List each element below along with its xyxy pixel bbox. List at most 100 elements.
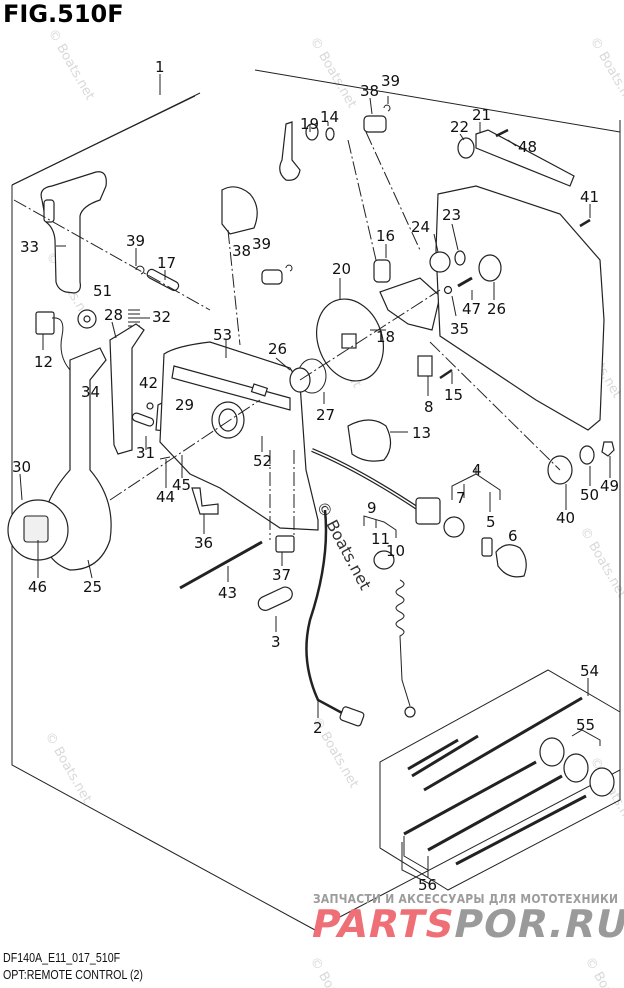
kit-spacer[interactable] [563, 753, 589, 783]
part-key[interactable] [481, 537, 493, 557]
kit-bolt[interactable] [403, 760, 537, 836]
kit-bolt[interactable] [423, 696, 583, 792]
callout-24[interactable]: 24 [411, 218, 430, 236]
part-plate-arm[interactable] [379, 277, 441, 331]
callout-37[interactable]: 37 [272, 566, 291, 584]
kit-bolt[interactable] [427, 774, 563, 852]
callout-14[interactable]: 14 [320, 108, 339, 126]
part-control-housing[interactable] [159, 341, 319, 531]
callout-38a[interactable]: 38 [360, 82, 379, 100]
callout-44[interactable]: 44 [156, 488, 175, 506]
callout-56[interactable]: 56 [418, 876, 437, 894]
callout-35[interactable]: 35 [450, 320, 469, 338]
part-cap[interactable] [495, 544, 527, 578]
callout-48[interactable]: 48 [518, 138, 537, 156]
part-plate[interactable] [256, 585, 295, 613]
callout-3[interactable]: 3 [271, 633, 281, 651]
part-connector[interactable] [339, 706, 365, 727]
callout-21[interactable]: 21 [472, 106, 491, 124]
part-curl-cord[interactable] [395, 579, 411, 707]
callout-26b[interactable]: 26 [487, 300, 506, 318]
part-indicator-panel[interactable] [171, 365, 291, 411]
part-block[interactable] [275, 535, 295, 553]
part-washer-14[interactable] [325, 127, 335, 141]
callout-6[interactable]: 6 [508, 527, 518, 545]
part-lever-arm[interactable] [279, 121, 301, 181]
callout-31[interactable]: 31 [136, 444, 155, 462]
part-screw-41[interactable] [579, 218, 591, 228]
callout-20[interactable]: 20 [332, 260, 351, 278]
part-holder-38b[interactable] [261, 269, 283, 285]
callout-52[interactable]: 52 [253, 452, 272, 470]
callout-12[interactable]: 12 [34, 353, 53, 371]
part-o-ring[interactable] [454, 250, 466, 266]
callout-30[interactable]: 30 [12, 458, 31, 476]
part-nut-49[interactable] [601, 441, 615, 457]
part-cable[interactable] [305, 509, 345, 716]
callout-51[interactable]: 51 [93, 282, 112, 300]
callout-45[interactable]: 45 [172, 476, 191, 494]
callout-16[interactable]: 16 [376, 227, 395, 245]
part-link[interactable] [131, 412, 155, 427]
callout-50[interactable]: 50 [580, 486, 599, 504]
callout-47[interactable]: 47 [462, 300, 481, 318]
kit-bolt[interactable] [411, 734, 479, 778]
callout-9[interactable]: 9 [367, 499, 377, 517]
kit-bolt[interactable] [407, 738, 459, 771]
callout-42[interactable]: 42 [139, 374, 158, 392]
callout-4[interactable]: 4 [472, 461, 482, 479]
kit-spacer[interactable] [589, 767, 615, 797]
kit-bolt[interactable] [455, 794, 587, 866]
part-lanyard-clip[interactable] [404, 706, 416, 718]
callout-11[interactable]: 11 [371, 530, 390, 548]
part-screw[interactable] [146, 402, 154, 410]
callout-26a[interactable]: 26 [268, 340, 287, 358]
part-emblem[interactable] [23, 515, 49, 543]
callout-28[interactable]: 28 [104, 306, 123, 324]
part-cover-strip[interactable] [475, 129, 575, 187]
callout-33[interactable]: 33 [20, 238, 39, 256]
part-screw-48[interactable] [495, 128, 509, 138]
part-bushing-26b[interactable] [478, 254, 502, 282]
callout-36[interactable]: 36 [194, 534, 213, 552]
kit-spacer[interactable] [539, 737, 565, 767]
part-neutral-switch[interactable] [417, 355, 433, 377]
part-key-switch[interactable] [415, 497, 441, 525]
part-clip[interactable] [191, 487, 219, 515]
callout-39c[interactable]: 39 [126, 232, 145, 250]
part-seal[interactable] [305, 123, 319, 141]
part-washer-50[interactable] [579, 445, 595, 465]
callout-38b[interactable]: 38 [232, 242, 251, 260]
callout-23[interactable]: 23 [442, 206, 461, 224]
callout-5[interactable]: 5 [486, 513, 496, 531]
callout-19[interactable]: 19 [300, 115, 319, 133]
part-shaft[interactable] [373, 259, 391, 283]
part-switch[interactable] [35, 311, 55, 335]
part-screw-15[interactable] [439, 368, 453, 380]
part-stop-switch[interactable] [373, 550, 395, 570]
callout-10[interactable]: 10 [386, 542, 405, 560]
part-long-screw[interactable] [179, 540, 263, 590]
callout-49[interactable]: 49 [600, 477, 619, 495]
part-bracket[interactable] [109, 323, 145, 455]
part-seal-22[interactable] [457, 137, 475, 159]
part-side-cover[interactable] [435, 185, 605, 431]
callout-1[interactable]: 1 [155, 58, 165, 76]
callout-40[interactable]: 40 [556, 509, 575, 527]
callout-2[interactable]: 2 [313, 719, 323, 737]
part-spring[interactable] [128, 309, 140, 327]
callout-25[interactable]: 25 [83, 578, 102, 596]
callout-17[interactable]: 17 [157, 254, 176, 272]
callout-53[interactable]: 53 [213, 326, 232, 344]
callout-8[interactable]: 8 [424, 398, 434, 416]
callout-32[interactable]: 32 [152, 308, 171, 326]
callout-15[interactable]: 15 [444, 386, 463, 404]
callout-39a[interactable]: 39 [381, 72, 400, 90]
callout-7[interactable]: 7 [456, 489, 466, 507]
part-guide[interactable] [221, 186, 258, 235]
callout-43[interactable]: 43 [218, 584, 237, 602]
part-handle-grip[interactable] [40, 171, 107, 294]
callout-55[interactable]: 55 [576, 716, 595, 734]
callout-22[interactable]: 22 [450, 118, 469, 136]
callout-34[interactable]: 34 [81, 383, 100, 401]
